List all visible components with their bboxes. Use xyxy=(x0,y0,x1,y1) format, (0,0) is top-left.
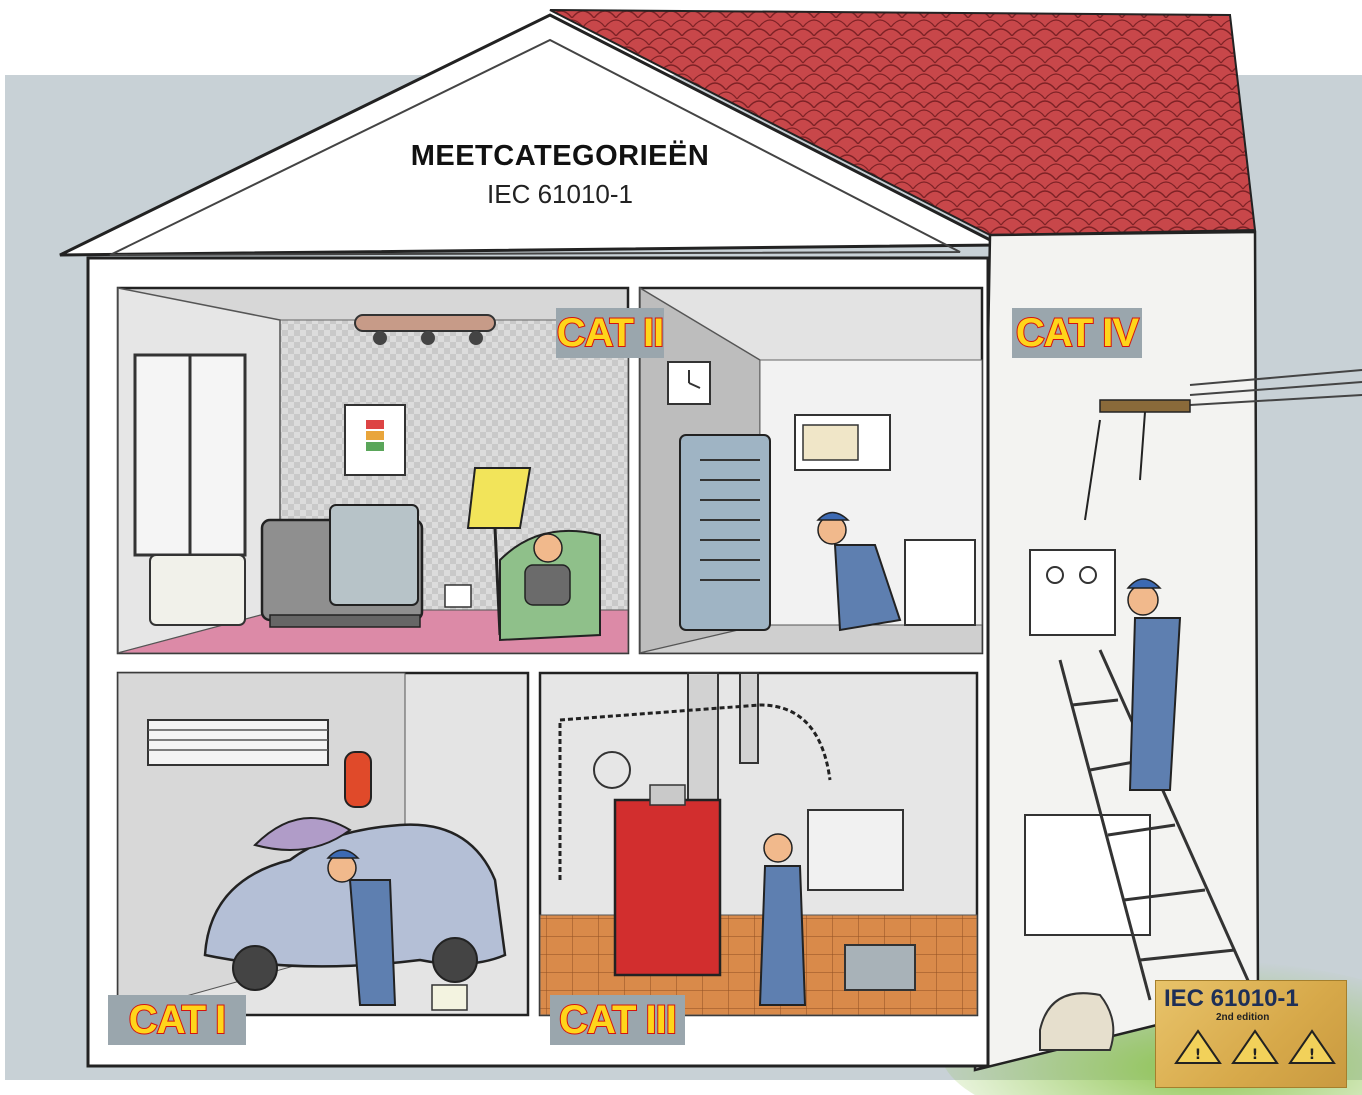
title-block: MEETCATEGORIEËN IEC 61010-1 xyxy=(330,140,790,210)
page-title: MEETCATEGORIEËN xyxy=(330,140,790,173)
cat-iii-label: CAT III xyxy=(550,995,685,1045)
page-subtitle: IEC 61010-1 xyxy=(330,179,790,210)
electrician xyxy=(760,866,805,1005)
cat-iv-label: CAT IV xyxy=(1012,308,1142,358)
meter-box xyxy=(1030,550,1115,635)
badge-warning-icons: ! ! ! xyxy=(1170,1027,1340,1067)
floor-lamp xyxy=(468,468,530,528)
fire-extinguisher xyxy=(345,752,371,807)
cat-i-label: CAT I xyxy=(108,995,246,1045)
svg-text:!: ! xyxy=(1195,1047,1201,1063)
boiler xyxy=(615,800,720,975)
badge-edition: 2nd edition xyxy=(1216,1012,1269,1023)
warning-icon: ! xyxy=(1176,1031,1220,1063)
badge-title: IEC 61010-1 xyxy=(1164,985,1299,1013)
warning-icon: ! xyxy=(1290,1031,1334,1063)
radiator xyxy=(150,555,245,625)
garage-door xyxy=(148,720,328,765)
refrigerator xyxy=(680,435,770,630)
iec-badge: IEC 61010-1 2nd edition ! ! ! xyxy=(1155,980,1347,1088)
utility-worker xyxy=(1130,618,1180,790)
warning-icon: ! xyxy=(1233,1031,1277,1063)
distribution-panel xyxy=(808,810,903,890)
cat-ii-label: CAT II xyxy=(556,308,664,358)
utility-insulators xyxy=(1100,400,1190,412)
svg-text:!: ! xyxy=(1252,1047,1258,1063)
svg-text:!: ! xyxy=(1309,1047,1315,1063)
